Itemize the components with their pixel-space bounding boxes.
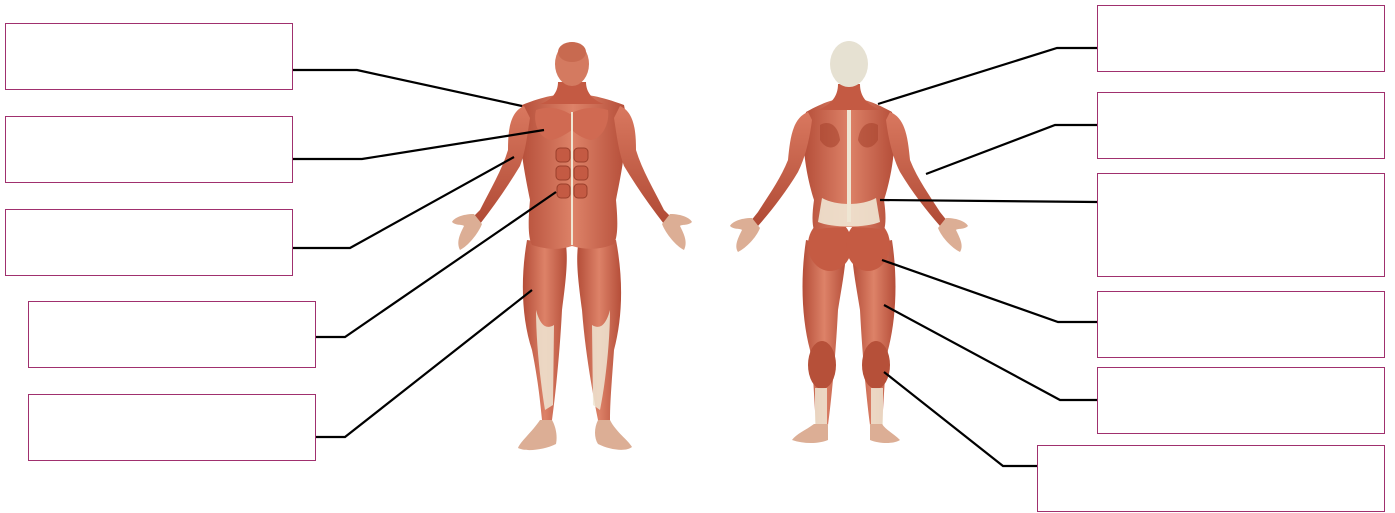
label-box-front-2[interactable] xyxy=(5,116,293,183)
back-right-foot xyxy=(870,424,900,443)
back-left-foot xyxy=(792,424,828,443)
leader-line-back-5 xyxy=(884,305,1097,400)
label-box-back-6[interactable] xyxy=(1037,445,1385,512)
front-figure xyxy=(452,42,692,450)
back-right-calf xyxy=(862,341,890,389)
label-box-front-3[interactable] xyxy=(5,209,293,276)
back-left-hand xyxy=(730,218,760,252)
leader-line-back-3 xyxy=(880,200,1097,202)
back-neck xyxy=(818,84,880,110)
back-left-arm xyxy=(750,112,812,226)
leader-line-back-1 xyxy=(878,48,1097,104)
back-head xyxy=(830,41,868,87)
leader-line-back-4 xyxy=(882,260,1097,322)
leader-line-front-2 xyxy=(293,130,544,159)
leader-line-front-4 xyxy=(316,192,556,337)
front-right-hand xyxy=(662,214,692,250)
label-box-back-5[interactable] xyxy=(1097,367,1385,434)
front-right-foot xyxy=(595,420,632,450)
label-box-front-1[interactable] xyxy=(5,23,293,90)
back-left-calf xyxy=(808,341,836,389)
label-box-back-4[interactable] xyxy=(1097,291,1385,358)
leader-line-front-5 xyxy=(316,290,532,437)
back-right-hand xyxy=(938,218,968,252)
label-box-front-4[interactable] xyxy=(28,301,316,368)
leader-line-front-1 xyxy=(293,70,522,106)
label-box-back-1[interactable] xyxy=(1097,5,1385,72)
front-left-foot xyxy=(518,420,557,450)
leader-line-back-2 xyxy=(926,125,1097,174)
back-figure xyxy=(730,41,968,443)
leader-line-back-6 xyxy=(884,372,1037,466)
leader-lines-right xyxy=(878,48,1097,466)
front-right-arm xyxy=(614,106,672,224)
label-box-back-2[interactable] xyxy=(1097,92,1385,159)
label-box-back-3[interactable] xyxy=(1097,173,1385,277)
front-left-hand xyxy=(452,214,482,250)
leader-line-front-3 xyxy=(293,157,514,248)
label-box-front-5[interactable] xyxy=(28,394,316,461)
